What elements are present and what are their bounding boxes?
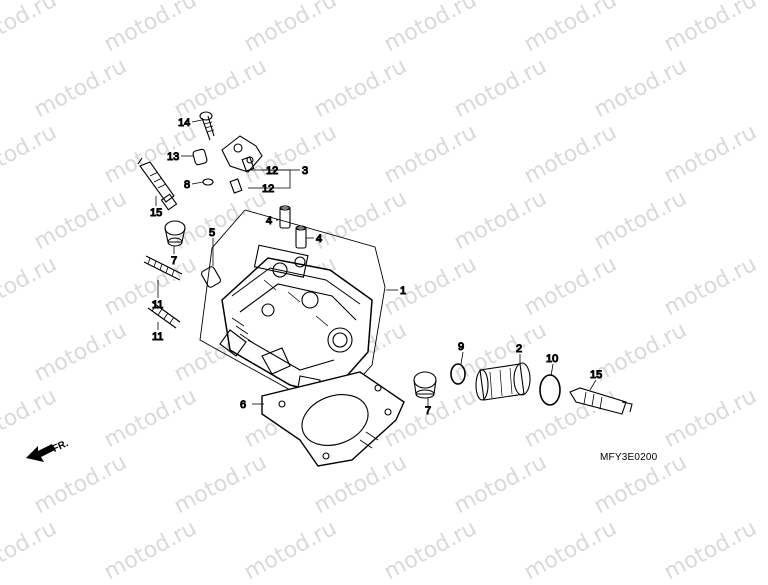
- callout-3: 3: [302, 165, 308, 177]
- callout-15-right: 15: [590, 369, 602, 381]
- callout-8: 8: [184, 179, 190, 191]
- dowel-5: [200, 266, 222, 288]
- stud-11-lower: [147, 301, 181, 329]
- bolt-14: [199, 111, 215, 141]
- callout-4-left: 4: [266, 215, 272, 227]
- callout-4-right: 4: [316, 233, 322, 245]
- callout-2: 2: [516, 343, 522, 355]
- callout-12-upper: 12: [266, 165, 278, 177]
- oring-10: [539, 374, 561, 406]
- head-gasket: [261, 371, 405, 467]
- callout-15-left: 15: [150, 207, 162, 219]
- callout-7-left: 7: [171, 255, 177, 267]
- front-label: FR.: [51, 438, 70, 455]
- plug-7-left: [164, 220, 186, 247]
- leader-lines: [155, 119, 597, 406]
- callout-10: 10: [546, 353, 558, 365]
- spark-plug-15-left: [137, 157, 178, 211]
- diagram-code: MFY3E0200: [600, 452, 658, 463]
- washer-8: [202, 178, 214, 186]
- callout-13: 13: [167, 151, 179, 163]
- callout-11-lower: 11: [152, 331, 163, 343]
- dowel-13: [192, 148, 208, 166]
- callout-11-upper: 11: [152, 299, 163, 311]
- callout-1: 1: [400, 285, 406, 297]
- callout-14: 14: [178, 117, 190, 129]
- callout-7-center: 7: [425, 405, 431, 417]
- callout-5: 5: [209, 227, 215, 239]
- callout-9: 9: [458, 341, 464, 353]
- sleeve-2: [475, 362, 531, 401]
- front-arrow-icon: FR.: [26, 438, 70, 462]
- callout-6: 6: [240, 399, 246, 411]
- oring-9: [450, 363, 466, 385]
- dowel-4-a: [279, 205, 291, 229]
- bracket-3: [221, 135, 263, 194]
- callout-12-lower: 12: [262, 183, 274, 195]
- plug-7-center: [413, 371, 437, 399]
- spark-plug-15-right: [569, 387, 633, 415]
- dowel-4-b: [295, 225, 307, 249]
- stud-11-upper: [143, 255, 183, 281]
- cylinder-head: [219, 244, 373, 396]
